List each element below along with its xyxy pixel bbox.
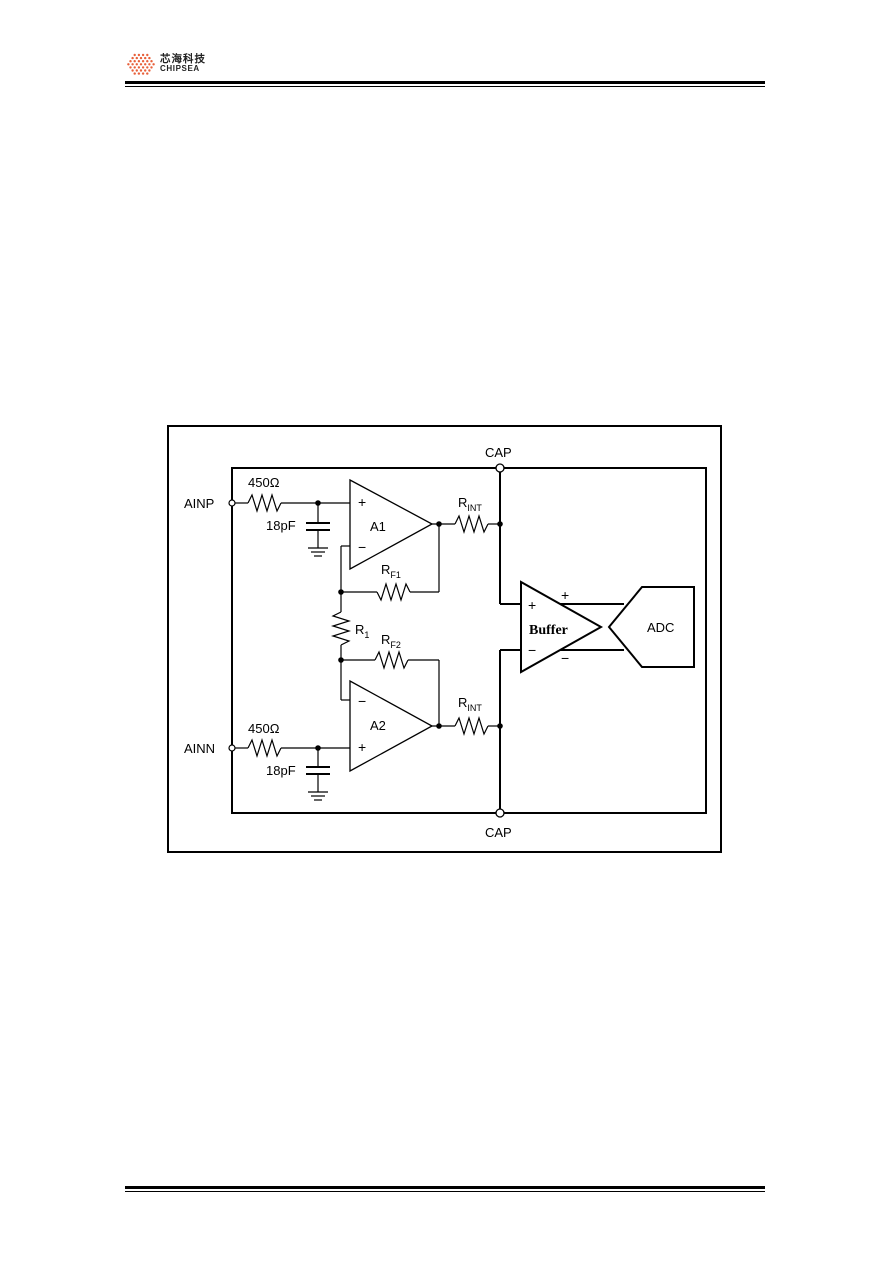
rf2-resistor (374, 649, 409, 671)
rint-resistor-bottom (454, 715, 489, 737)
junction-dots (315, 500, 503, 751)
buffer-out-plus: + (561, 587, 569, 603)
rf1-resistor (376, 581, 411, 603)
chipsea-logo-icon (127, 53, 155, 75)
capacitor-bottom-label: 18pF (266, 763, 296, 778)
ainn-label: AINN (184, 741, 215, 756)
rf1-label: RF1 (381, 562, 401, 580)
amp-a1-minus: − (358, 539, 366, 555)
amp-a2 (349, 679, 434, 773)
amp-a1 (349, 478, 434, 571)
buffer-minus: − (528, 642, 536, 658)
rf2-label: RF2 (381, 632, 401, 650)
figure-frame (167, 425, 722, 853)
input-resistor-bottom-label: 450Ω (248, 721, 280, 736)
cap-top-label: CAP (485, 445, 512, 460)
amp-a2-label: A2 (370, 718, 386, 733)
amp-a1-label: A1 (370, 519, 386, 534)
r1-resistor (330, 611, 352, 646)
capacitor-top-label: 18pF (266, 518, 296, 533)
company-logo: 芯海科技 CHIPSEA (124, 50, 244, 78)
input-resistor-top (247, 492, 282, 514)
logo-english-name: CHIPSEA (160, 64, 200, 73)
buffer-out-minus: − (561, 650, 569, 666)
rint-bottom-label: RINT (458, 695, 482, 713)
input-resistor-top-label: 450Ω (248, 475, 280, 490)
cap-top-pin (495, 463, 505, 473)
input-resistor-bottom (247, 737, 282, 759)
ainp-pin (228, 499, 236, 507)
ainp-label: AINP (184, 496, 214, 511)
amp-a2-plus: + (358, 739, 366, 755)
rint-top-label: RINT (458, 495, 482, 513)
footer-rule (125, 1186, 765, 1192)
chip-boundary (231, 467, 707, 814)
adc-block (607, 586, 695, 668)
cap-bottom-pin (495, 808, 505, 818)
rint-resistor-top (454, 513, 489, 535)
amp-a1-plus: + (358, 494, 366, 510)
amp-a2-minus: − (358, 693, 366, 709)
buffer-label: Buffer (529, 623, 568, 638)
header-rule (125, 81, 765, 87)
logo-chinese-name: 芯海科技 (160, 53, 206, 65)
cap-bottom-label: CAP (485, 825, 512, 840)
r1-label: R1 (355, 622, 369, 640)
adc-label: ADC (647, 620, 674, 635)
ainn-pin (228, 744, 236, 752)
buffer-plus: + (528, 597, 536, 613)
